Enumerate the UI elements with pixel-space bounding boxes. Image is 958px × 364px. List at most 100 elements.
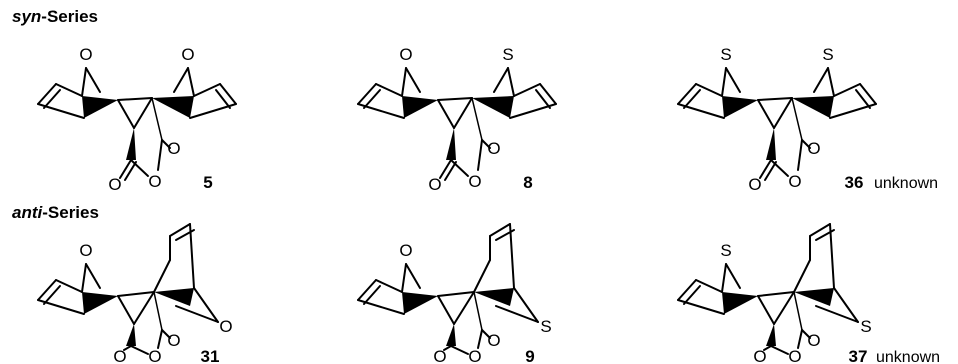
bond <box>695 279 723 293</box>
bridge-bond <box>721 67 727 97</box>
carbonyl-oxygen: O <box>108 175 121 194</box>
bridge-atom-left: O <box>79 241 92 260</box>
alkene-bond <box>219 83 237 105</box>
bond <box>437 99 455 129</box>
bond <box>793 259 811 293</box>
bond <box>193 83 221 97</box>
bridge-bond <box>827 67 835 97</box>
bridge-bond <box>81 263 87 293</box>
bridge-atom-right: S <box>822 45 833 64</box>
carbonyl-bond <box>481 139 491 149</box>
compound-number: 9 <box>525 347 534 364</box>
bond <box>677 103 725 119</box>
compound-8: O S O O O 8 <box>357 45 557 194</box>
bond <box>437 97 473 101</box>
bridge-atom-right: O <box>181 45 194 64</box>
bond <box>357 103 405 119</box>
carbonyl-oxygen: O <box>807 139 820 158</box>
compound-number: 31 <box>201 347 220 364</box>
carbonyl-bond <box>161 139 171 149</box>
bond <box>117 291 155 297</box>
carbonyl-oxygen: O <box>433 347 446 364</box>
bond <box>157 329 163 349</box>
alkene-bond <box>683 285 701 305</box>
compound-37: S S O O O 37 unknown <box>677 223 940 364</box>
carbonyl-bond <box>443 345 452 351</box>
alkene-bond <box>169 223 191 237</box>
alkene-bond <box>37 83 57 105</box>
carbonyl-bond <box>123 345 132 351</box>
carbonyl-bond <box>764 161 777 181</box>
hashed-bond <box>473 291 483 331</box>
compound-9: O S O O O 9 <box>357 223 552 364</box>
bond <box>757 97 793 101</box>
alkene-bond <box>363 285 381 305</box>
wedge-bond <box>792 96 834 118</box>
bond <box>773 97 793 129</box>
bond <box>829 103 877 119</box>
bridge-bond <box>815 305 859 323</box>
bridge-bond <box>721 263 727 293</box>
bridge-atom-right: S <box>540 317 551 336</box>
wedge-bond <box>126 128 136 160</box>
bridge-atom-left: O <box>399 241 412 260</box>
bridge-bond <box>81 67 87 97</box>
wedge-bond <box>472 96 514 118</box>
bridge-atom-left: O <box>399 45 412 64</box>
status-note: unknown <box>874 175 938 192</box>
alkene-bond <box>489 223 511 237</box>
bond <box>37 299 85 315</box>
bond <box>513 83 541 97</box>
bond <box>477 139 483 171</box>
bond <box>117 97 153 101</box>
wedge-bond <box>446 128 456 160</box>
carbonyl-bond <box>161 329 171 339</box>
wedge-bond <box>474 288 514 306</box>
wedge-bond <box>402 292 438 314</box>
alkene-bond <box>357 83 377 105</box>
compound-36: S S O O O 36 unknown <box>677 45 938 194</box>
ring-oxygen: O <box>148 172 161 191</box>
bond <box>509 223 515 289</box>
bond <box>770 159 789 177</box>
bridge-bond <box>175 305 219 323</box>
bridge-bond <box>401 67 407 97</box>
bond <box>375 279 403 293</box>
alkene-bond <box>535 89 551 109</box>
bond <box>133 97 153 129</box>
alkene-bond <box>855 89 871 109</box>
bond <box>37 103 85 119</box>
carbonyl-bond <box>444 161 457 181</box>
wedge-bond <box>126 324 136 346</box>
carbonyl-bond <box>801 139 811 149</box>
alkene-bond <box>215 89 231 109</box>
bridge-bond <box>85 263 101 289</box>
carbonyl-oxygen: O <box>748 175 761 194</box>
bridge-atom-right: S <box>502 45 513 64</box>
alkene-bond <box>683 89 701 109</box>
bond <box>773 291 795 325</box>
bridge-bond <box>493 67 509 93</box>
carbonyl-oxygen: O <box>807 331 820 350</box>
bridge-atom-left: O <box>79 45 92 64</box>
hashed-bond <box>153 291 163 331</box>
alkene-bond <box>539 83 557 105</box>
carbonyl-oxygen: O <box>753 347 766 364</box>
ring-oxygen: O <box>788 347 801 364</box>
carbonyl-bond <box>119 159 132 179</box>
wedge-bond <box>794 288 834 306</box>
wedge-bond <box>402 96 438 118</box>
alkene-bond <box>357 279 377 301</box>
skeleton <box>357 67 557 181</box>
bond <box>153 259 171 293</box>
bond <box>453 97 473 129</box>
syn-series-title: syn-Series <box>12 7 98 26</box>
bridge-bond <box>187 67 195 97</box>
bridge-bond <box>405 67 421 93</box>
skeleton <box>37 223 219 355</box>
alkene-bond <box>859 83 877 105</box>
bond <box>757 295 775 325</box>
bond <box>757 99 775 129</box>
wedge-bond <box>766 128 776 160</box>
